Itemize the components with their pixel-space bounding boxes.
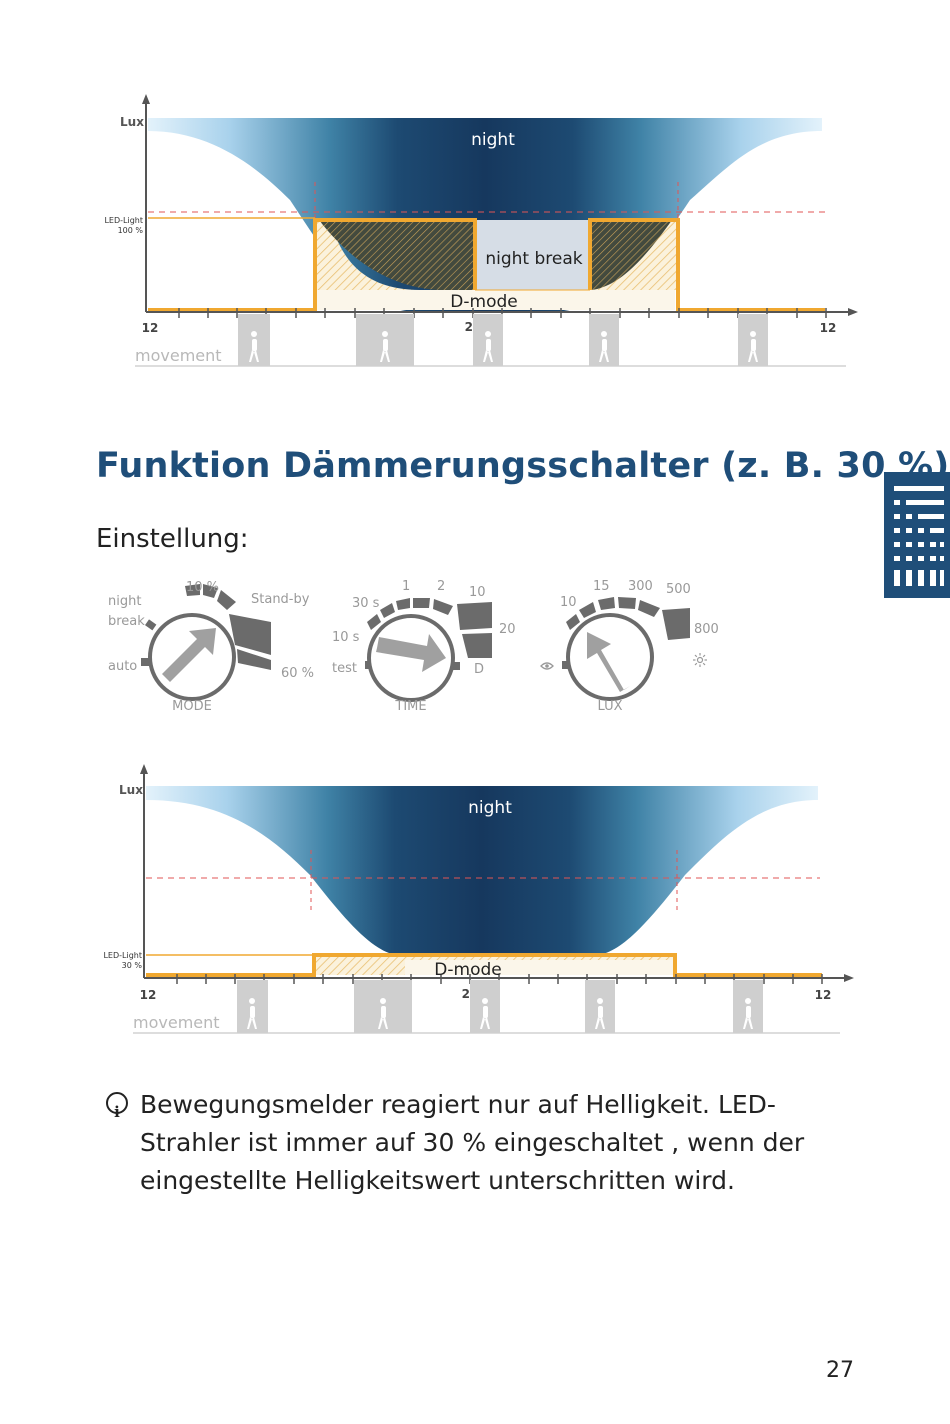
x-axis-arrow [848, 308, 858, 316]
info-note: i Bewegungsmelder reagiert nur auf Helli… [106, 1086, 866, 1200]
mode-dial-scale [141, 584, 271, 670]
dial-panel: night break auto 10 % Stand-by 60 % MODE… [108, 579, 719, 714]
lux-label-10: 10 [560, 595, 577, 610]
lux-label-800: 800 [694, 622, 719, 637]
settings-label: Einstellung: [96, 524, 249, 554]
mode-label-standby: Stand-by [251, 592, 310, 607]
lux-label-300: 300 [628, 579, 653, 594]
time-label-30s: 30 s [352, 596, 380, 611]
lux-label-500: 500 [666, 582, 691, 597]
time-dial-knob [367, 614, 455, 702]
lux-dial[interactable]: 10 15 300 500 800 LUX [540, 579, 719, 714]
x-tick-label-end: 12 [820, 321, 837, 335]
dark-hatch-left [319, 220, 473, 290]
time-label-1: 1 [402, 579, 410, 594]
x-axis-arrow [844, 974, 854, 982]
mode-dial-arrow [162, 628, 216, 682]
lux-axis-label: Lux [120, 115, 144, 129]
lux-dial-scale [562, 597, 690, 669]
night-sky-area [146, 786, 818, 955]
led-output-line [148, 218, 825, 312]
y-axis-arrow [142, 94, 150, 104]
lux-dial-knob [566, 613, 654, 701]
time-dial-name: TIME [394, 699, 426, 714]
language-bars-icon [894, 486, 944, 586]
y-axis-arrow [140, 764, 148, 774]
movement-events [237, 980, 763, 1033]
mode-label-break: break [108, 614, 145, 629]
walking-person-icon [249, 331, 758, 362]
sun-icon [693, 653, 707, 667]
lux-label-15: 15 [593, 579, 610, 594]
lux-axis-label: Lux [119, 783, 143, 797]
info-icon: i [106, 1092, 128, 1121]
mode-label-auto: auto [108, 659, 137, 674]
lux-dial-arrow [587, 632, 630, 692]
x-tick-label-end: 12 [815, 988, 832, 1002]
x-axis-ticks [178, 308, 827, 318]
dark-hatch-right [592, 220, 672, 290]
night-label: night [468, 798, 512, 818]
mode-dial[interactable]: night break auto 10 % Stand-by 60 % MODE [108, 580, 314, 714]
time-label-test: test [332, 661, 357, 676]
page-number: 27 [826, 1358, 854, 1383]
night-break-label: night break [485, 249, 582, 269]
x-tick-label-start: 12 [140, 988, 157, 1002]
chapter-tab [884, 472, 950, 598]
dmode-band [317, 290, 675, 310]
led-axis-value: 100 % [118, 226, 144, 235]
night-break-box [475, 220, 590, 290]
time-dial[interactable]: 30 s 1 2 10 20 10 s test D TIME [332, 579, 516, 714]
mode-dial-name: MODE [172, 699, 212, 714]
mode-label-60pct: 60 % [281, 666, 314, 681]
time-label-10: 10 [469, 585, 486, 600]
night-label: night [471, 130, 515, 150]
time-label-2: 2 [437, 579, 445, 594]
time-dial-scale [365, 598, 492, 670]
dmode-band [405, 960, 675, 975]
led-axis-label: LED-Light [103, 951, 142, 960]
led-axis-value: 30 % [122, 961, 143, 970]
time-label-20: 20 [499, 622, 516, 637]
dmode-label: D-mode [450, 292, 517, 312]
movement-label: movement [133, 1013, 220, 1032]
section-heading: Funktion Dämmerungsschalter (z. B. 30 %) [96, 446, 950, 486]
night-sky-area [148, 118, 822, 312]
diagram-night-break: Lux LED-Light 100 % night night break D-… [104, 94, 858, 367]
movement-label: movement [135, 346, 222, 365]
time-label-d: D [474, 662, 484, 677]
lux-dial-name: LUX [597, 699, 622, 714]
walking-person-icon [247, 998, 753, 1029]
led-region-hatch [315, 218, 678, 290]
x-tick-label-start: 12 [142, 321, 159, 335]
dmode-label: D-mode [434, 960, 501, 980]
info-note-text: Bewegungsmelder reagiert nur auf Helligk… [140, 1090, 805, 1195]
mode-label-night: night [108, 594, 141, 609]
time-label-10s: 10 s [332, 630, 360, 645]
led-output-line [146, 953, 822, 977]
diagram-twilight-switch: Lux LED-Light 30 % night D-mode 12 24 12… [103, 764, 854, 1034]
movement-events [238, 314, 768, 366]
eye-icon [540, 662, 554, 670]
mode-label-10pct: 10 % [186, 580, 219, 595]
time-dial-arrow [376, 634, 446, 672]
moon-icon [544, 632, 550, 644]
led-axis-label: LED-Light [104, 216, 143, 225]
